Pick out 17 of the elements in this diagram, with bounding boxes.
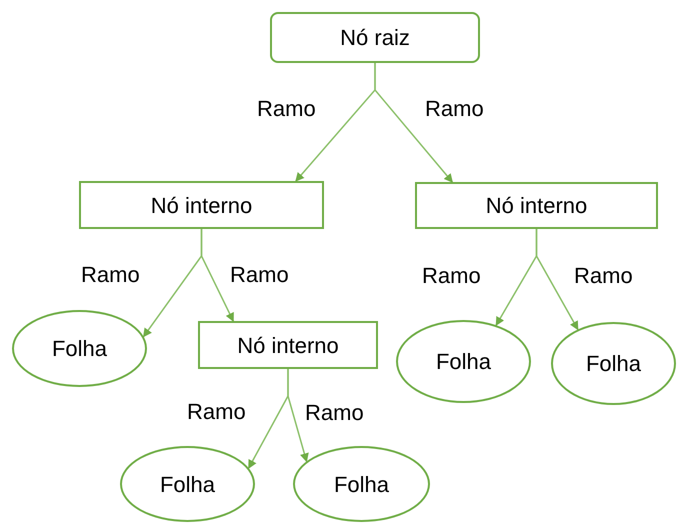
branch-arrow bbox=[374, 63, 453, 183]
branch-arrow bbox=[287, 369, 309, 462]
node-box bbox=[198, 321, 378, 369]
node-label: Folha bbox=[52, 335, 108, 363]
node-label: Nó raiz bbox=[340, 24, 410, 52]
node-label: Folha bbox=[334, 470, 390, 498]
node-label: Nó interno bbox=[486, 192, 588, 220]
node-label: Nó interno bbox=[237, 332, 339, 360]
node-box bbox=[270, 12, 480, 63]
node-box bbox=[79, 181, 324, 229]
node-label: Nó interno bbox=[150, 192, 252, 220]
node-label: Folha bbox=[586, 350, 642, 378]
branch-arrow bbox=[536, 229, 579, 330]
node-label: Folha bbox=[160, 470, 216, 498]
branch-arrow bbox=[200, 229, 234, 322]
node-label: Folha bbox=[436, 348, 492, 376]
node-box bbox=[415, 182, 658, 229]
